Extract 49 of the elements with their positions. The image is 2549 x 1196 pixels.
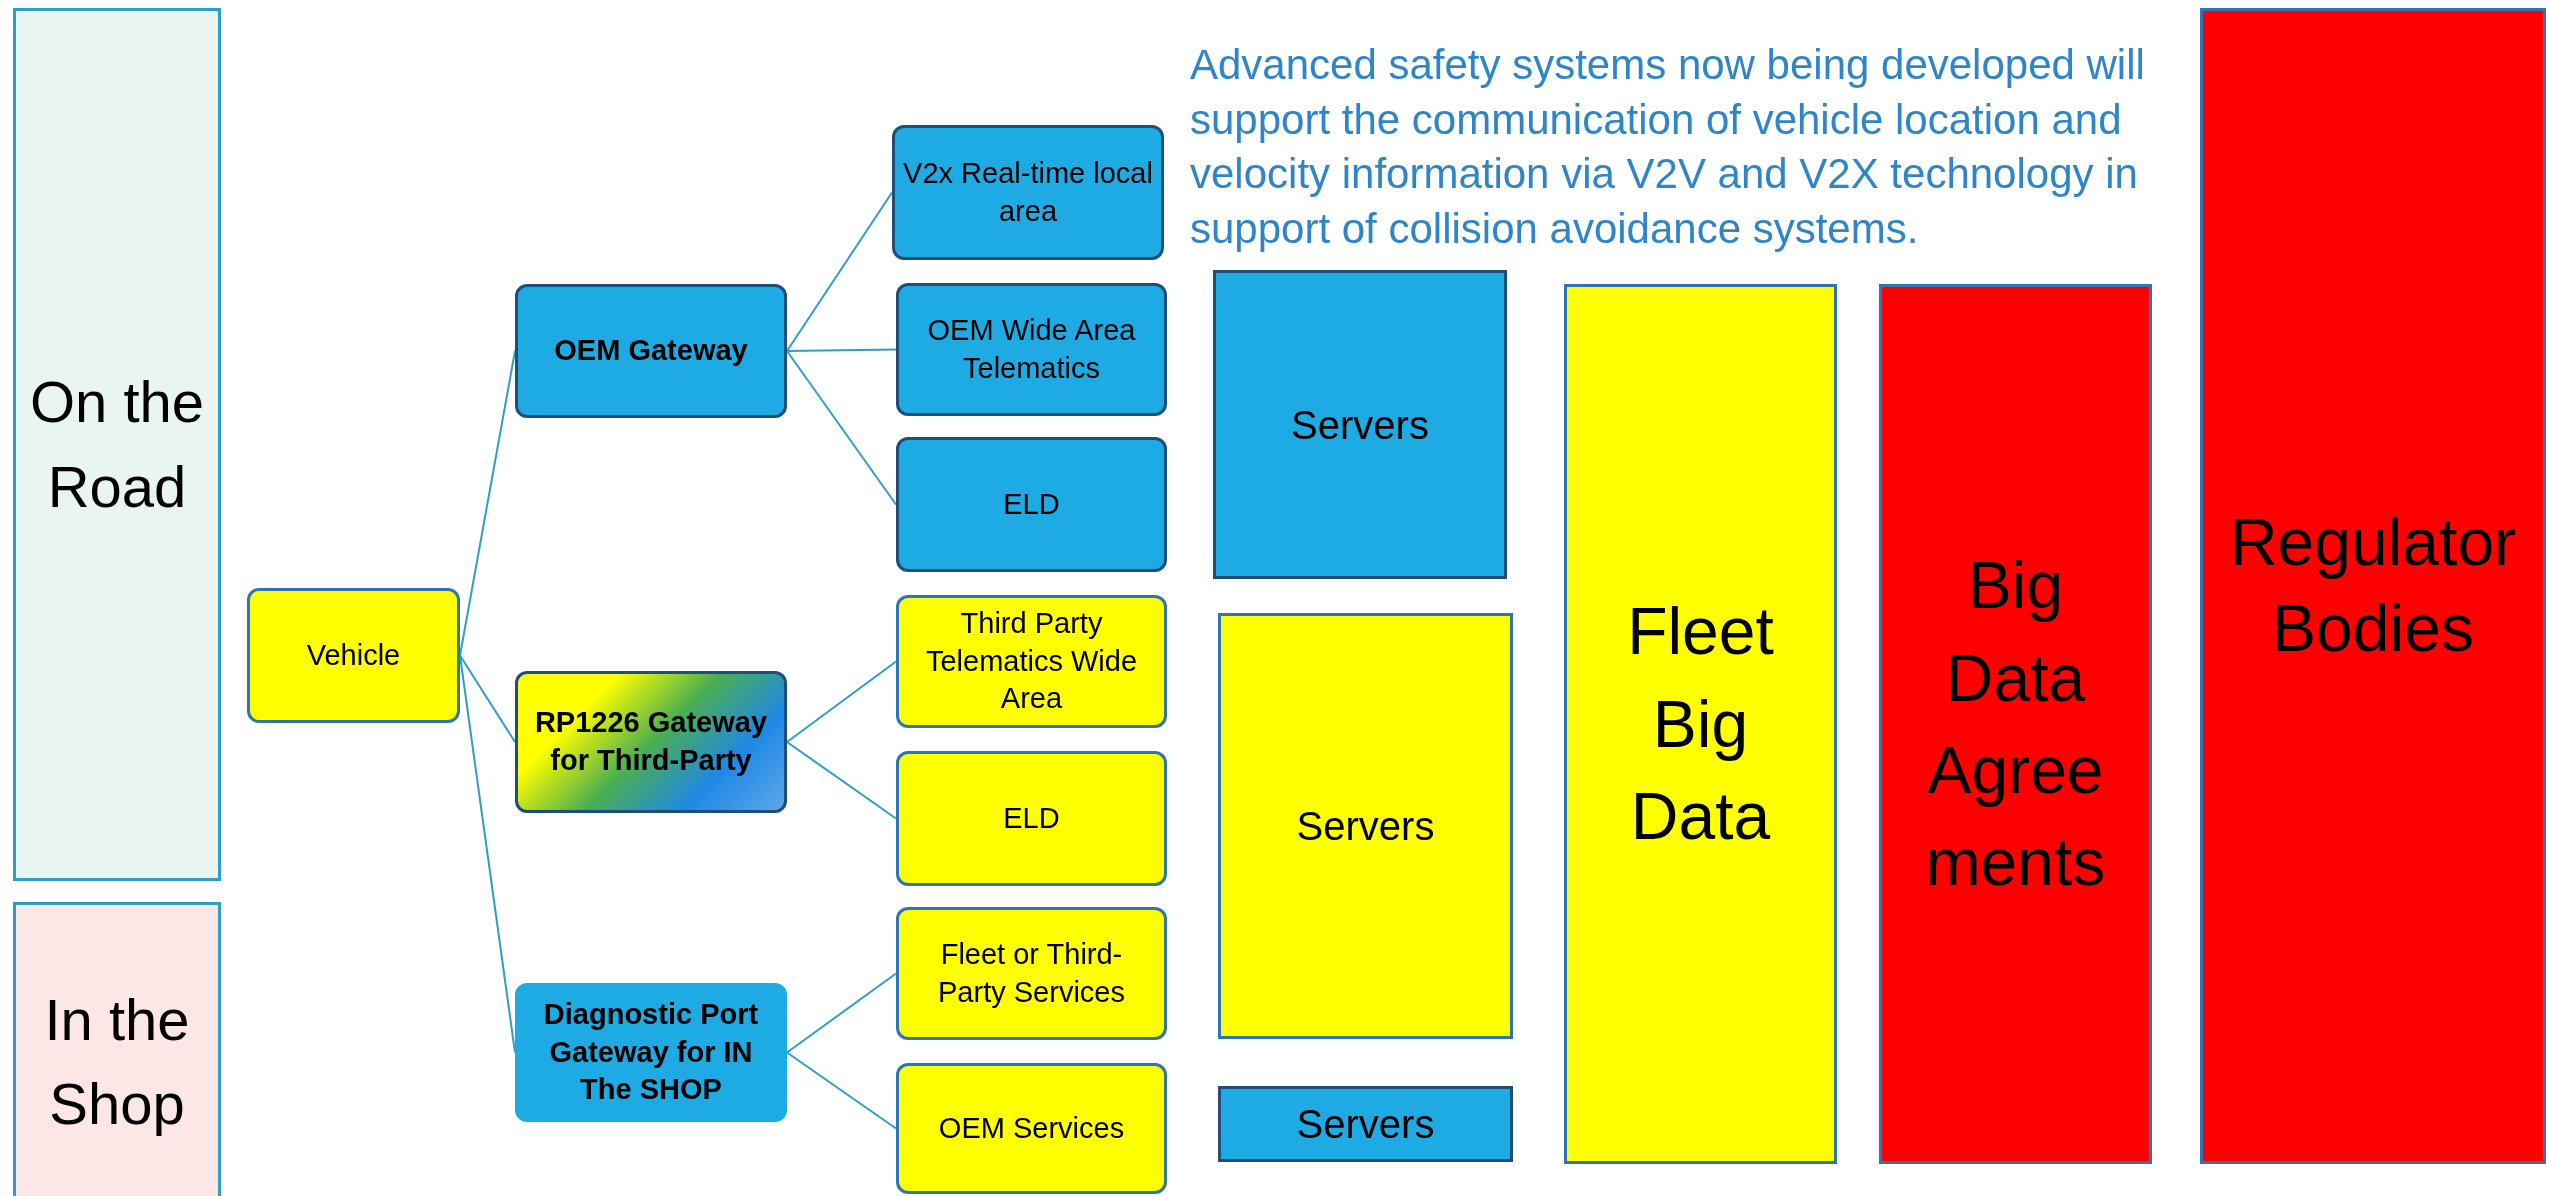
process-box [247, 588, 460, 723]
connector-line [786, 972, 897, 1054]
process-box [896, 595, 1167, 728]
node-label: Servers [1296, 803, 1435, 850]
node-label: OEM Gateway [554, 333, 748, 369]
node-label: OEM Wide Area Telematics [926, 312, 1137, 386]
node-label: Vehicle [306, 637, 401, 673]
node-label: Fleet Big Data [1626, 593, 1775, 856]
connector-line [786, 348, 897, 352]
node-label: Diagnostic Port Gateway for IN The SHOP [542, 996, 760, 1108]
data-column [2200, 8, 2546, 1164]
node-label: ELD [1003, 486, 1060, 522]
server-block [1218, 613, 1513, 1039]
node-label: Fleet or Third-Party Services [937, 936, 1126, 1010]
gateway-box [515, 284, 787, 418]
node-label: Regulator Bodies [2228, 504, 2518, 667]
data-column [1564, 284, 1837, 1164]
gateway-box [515, 671, 787, 813]
process-box [896, 907, 1167, 1040]
connector-line [786, 191, 893, 352]
note-text: Advanced safety systems now being developed will support the communication of vehicle location and velocity information via V2V and V2X technology in support of collision avoidance systems. [1190, 40, 2146, 254]
process-box [896, 437, 1167, 572]
process-box [892, 125, 1164, 260]
node-label: Big Data Agree ments [1924, 547, 2107, 902]
region-panel [13, 8, 221, 881]
connector-line [786, 741, 897, 820]
region-panel [13, 902, 221, 1196]
connector-line [786, 350, 897, 506]
process-box [896, 751, 1167, 886]
process-box [896, 283, 1167, 416]
node-label: On the Road [28, 368, 206, 521]
node-label: OEM Services [938, 1110, 1125, 1146]
node-label: Servers [1296, 1101, 1435, 1148]
node-label: V2x Real-time local area [903, 155, 1153, 229]
server-block [1213, 270, 1507, 579]
node-label: In the Shop [43, 985, 191, 1138]
process-box [896, 1063, 1167, 1194]
connector-line [459, 350, 516, 657]
connector-line [459, 654, 516, 743]
gateway-box [515, 983, 787, 1122]
data-column [1879, 284, 2152, 1164]
connector-line [459, 654, 516, 1054]
node-label: Servers [1291, 401, 1429, 449]
node-label: Third Party Telematics Wide Area [924, 605, 1139, 717]
connector-line [786, 660, 897, 743]
node-label: ELD [1003, 800, 1060, 836]
connector-line [786, 1051, 897, 1130]
server-block [1218, 1086, 1513, 1162]
node-label: RP1226 Gateway for Third-Party [533, 705, 769, 778]
